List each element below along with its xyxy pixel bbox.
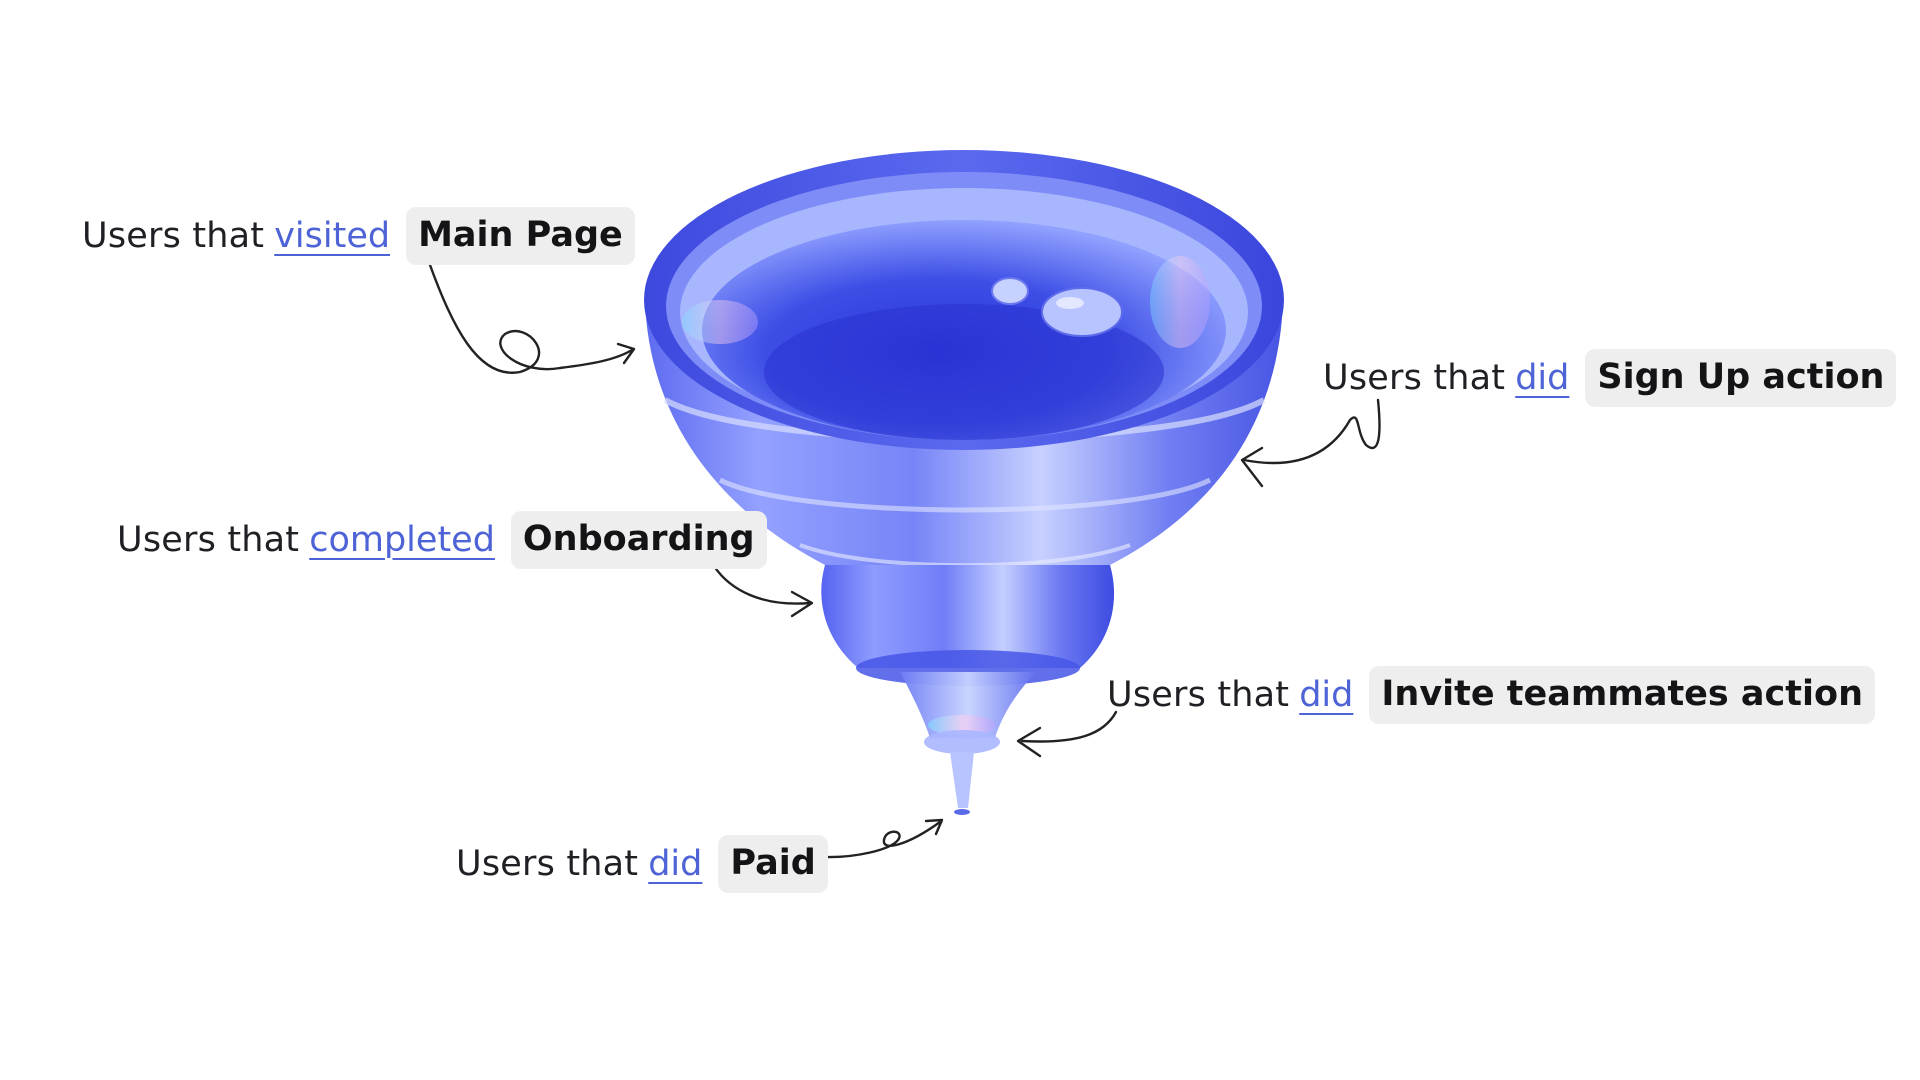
arrow-paid <box>821 820 942 859</box>
annotation-verb-link[interactable]: did <box>1515 357 1570 398</box>
event-chip[interactable]: Paid <box>718 835 828 893</box>
annotation-prefix: Users that <box>82 215 265 256</box>
annotation-prefix: Users that <box>1323 357 1506 398</box>
annotation-invite-teammates: Users that did Invite teammates action <box>1107 666 1875 724</box>
annotation-paid: Users that did Paid <box>456 835 828 893</box>
arrow-sign-up <box>1242 398 1381 465</box>
arrow-invite <box>1020 710 1118 743</box>
annotation-verb-link[interactable]: completed <box>309 519 495 560</box>
annotation-main-page: Users that visited Main Page <box>82 207 635 265</box>
annotation-verb-link[interactable]: did <box>1299 674 1354 715</box>
annotation-prefix: Users that <box>1107 674 1290 715</box>
annotation-verb-link[interactable]: visited <box>274 215 391 256</box>
droplet <box>991 277 1029 305</box>
annotation-prefix: Users that <box>456 843 639 884</box>
annotation-verb-link[interactable]: did <box>648 843 703 884</box>
annotation-sign-up: Users that did Sign Up action <box>1323 349 1897 407</box>
arrow-main-page <box>428 263 634 374</box>
arrow-onboarding <box>712 564 812 605</box>
funnel-band-2 <box>718 477 1212 513</box>
funnel-lower-cup <box>821 565 1115 668</box>
annotation-onboarding: Users that completed Onboarding <box>117 511 767 569</box>
funnel-spout <box>950 752 974 808</box>
annotation-prefix: Users that <box>117 519 300 560</box>
event-chip[interactable]: Main Page <box>406 207 635 265</box>
droplet <box>1041 287 1123 337</box>
event-chip[interactable]: Invite teammates action <box>1369 666 1875 724</box>
event-chip[interactable]: Onboarding <box>510 511 767 569</box>
event-chip[interactable]: Sign Up action <box>1585 349 1897 407</box>
